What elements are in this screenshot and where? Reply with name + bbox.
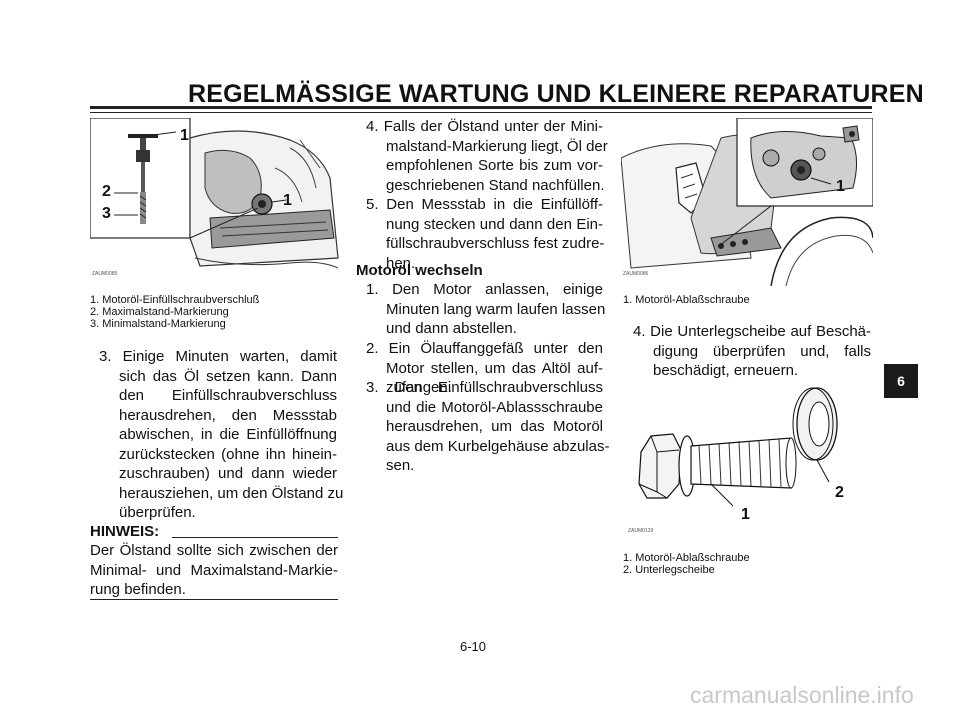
note-end-rule <box>90 599 338 600</box>
step-text-line: herausdrehen, den Messstab <box>119 406 337 424</box>
oil-change-step-3: 3. Den Einfüllschraubverschluss und die … <box>366 378 610 476</box>
step-text-line: empfohlenen Sorte bis zum vor- <box>386 157 603 174</box>
figure-code: ZAUM0085 <box>92 271 118 277</box>
step-text-line: 4. Falls der Ölstand unter der Mini- <box>366 118 603 135</box>
note-rule <box>172 537 338 538</box>
page-title: REGELMÄSSIGE WARTUNG UND KLEINERE REPARA… <box>188 80 924 108</box>
step-text-line: und dann abstellen. <box>386 320 517 337</box>
callout-2-dipstick: 2 <box>102 183 111 200</box>
bolt-washer-figure <box>638 387 838 507</box>
step-text-line: den Einfüllschraubverschluss <box>119 387 337 404</box>
step-text-line: Minuten lang warm laufen lassen <box>386 300 606 318</box>
section-title: Motoröl wechseln <box>356 262 483 279</box>
step-text-line: herausdrehen, um das Motoröl <box>386 418 603 435</box>
step-text-line: zurückstecken (ohne ihn hinein- <box>119 445 337 463</box>
oil-change-step-2: 2. Ein Ölauffanggefäß unter den Motor st… <box>366 339 603 398</box>
callout-1-dipstick: 1 <box>180 127 189 144</box>
step-text-line: malstand-Markierung liegt, Öl der <box>386 137 608 155</box>
callout-2-washer: 2 <box>835 484 844 501</box>
note-line: Der Ölstand sollte sich zwischen der <box>90 542 338 559</box>
caption-line: 1. Motoröl-Einfüllschraubverschluß <box>90 294 260 306</box>
page-number: 6-10 <box>460 639 487 654</box>
caption-line: 3. Minimalstand-Markierung <box>90 318 226 330</box>
figure-code: ZAUM0086 <box>623 271 649 277</box>
step-text-line: abwischen, in die Einfüllöffnung <box>119 426 337 443</box>
dipstick-figure <box>90 118 339 269</box>
step-text-line: herausziehen, um den Ölstand zu <box>119 484 344 502</box>
step-text-line: aus dem Kurbelgehäuse abzulas- <box>386 437 610 455</box>
step-text-line: digung überprüfen und, falls <box>653 342 871 360</box>
step-text-line: hen. <box>386 254 416 272</box>
step-text-line: Motor stellen, um das Altöl auf- <box>386 359 603 377</box>
drain-caption: 1. Motoröl-Ablaßschraube <box>623 294 750 306</box>
step-text-line: 1. Den Motor anlassen, einige <box>366 281 603 298</box>
step-text-line: geschriebenen Stand nachfüllen. <box>386 176 605 194</box>
callout-1-drain: 1 <box>836 178 845 195</box>
step-4: 4. Falls der Ölstand unter der Mini- mal… <box>366 117 608 195</box>
header-rule-thin <box>90 112 872 113</box>
left-captions: 1. Motoröl-Einfüllschraubverschluß 2. Ma… <box>90 294 259 330</box>
note-line: Minimal- und Maximalstand-Markie- <box>90 561 338 579</box>
note-title: HINWEIS: <box>90 523 160 540</box>
step-text-line: sich das Öl setzen kann. Dann <box>119 367 337 385</box>
note-line: rung befinden. <box>90 581 186 598</box>
drain-bolt-figure <box>621 118 873 286</box>
bolt-washer-captions: 1. Motoröl-Ablaßschraube 2. Unterlegsche… <box>623 552 750 576</box>
caption-line: 2. Maximalstand-Markierung <box>90 306 229 318</box>
callout-1-engine: 1 <box>283 192 292 209</box>
step-3: 3. Einige Minuten warten, damit sich das… <box>99 347 344 523</box>
step-4-washer: 4. Die Unterlegscheibe auf Beschä- digun… <box>633 322 871 381</box>
step-5: 5. Den Messstab in die Einfüllöff- nung … <box>366 195 605 273</box>
step-text-line: 3. Einige Minuten warten, damit <box>99 348 337 365</box>
step-text-line: füllschraubverschluss fest zudre- <box>386 235 605 252</box>
oil-change-step-1: 1. Den Motor anlassen, einige Minuten la… <box>366 280 606 339</box>
header-rule <box>90 106 872 109</box>
step-text-line: zuschrauben) und dann wieder <box>119 465 337 482</box>
step-text-line: 4. Die Unterlegscheibe auf Beschä- <box>633 323 871 340</box>
caption-line: 1. Motoröl-Ablaßschraube <box>623 552 750 564</box>
step-text-line: 3. Den Einfüllschraubverschluss <box>366 379 603 396</box>
step-text-line: beschädigt, erneuern. <box>653 362 799 379</box>
step-text-line: nung stecken und dann den Ein- <box>386 215 603 233</box>
chapter-tab: 6 <box>884 364 918 398</box>
caption-line: 2. Unterlegscheibe <box>623 564 715 576</box>
watermark: carmanualsonline.info <box>690 682 914 708</box>
step-text-line: 5. Den Messstab in die Einfüllöff- <box>366 196 603 213</box>
step-text-line: überprüfen. <box>119 504 196 521</box>
step-text-line: 2. Ein Ölauffanggefäß unter den <box>366 340 603 357</box>
step-text-line: zufangen. <box>386 379 452 396</box>
step-text-line: und die Motoröl-Ablassschraube <box>386 398 603 416</box>
step-text-line: sen. <box>386 457 415 474</box>
callout-1-bolt: 1 <box>741 506 750 523</box>
note-text: Der Ölstand sollte sich zwischen der Min… <box>90 541 338 600</box>
callout-3-dipstick: 3 <box>102 205 111 222</box>
figure-code: ZAUM0129 <box>628 528 654 534</box>
